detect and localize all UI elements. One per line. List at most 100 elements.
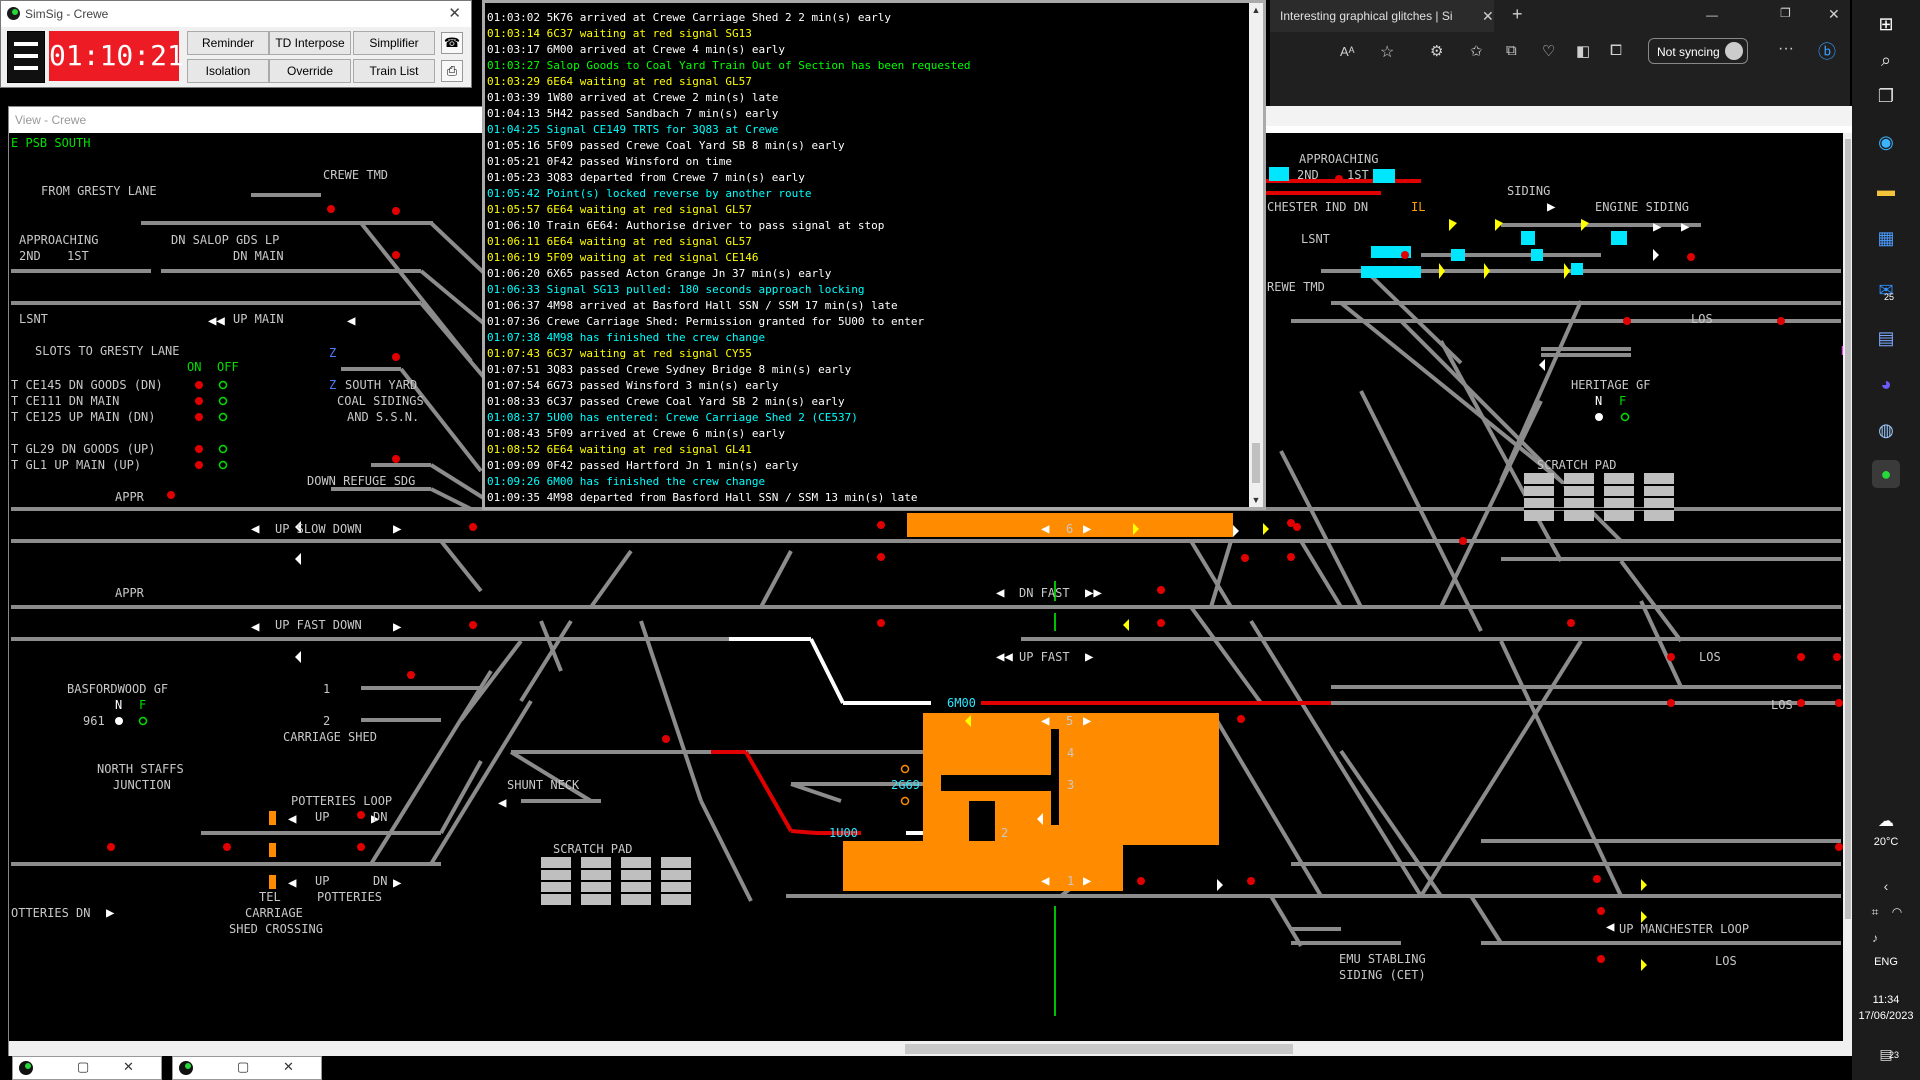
svg-text:◀: ◀ [996,585,1005,601]
sim-clock[interactable]: 01:10:21 [49,31,184,81]
reminder-button[interactable]: Reminder [187,31,269,55]
close-icon[interactable]: ✕ [283,1059,294,1074]
folder-icon[interactable]: ▬ [1877,180,1895,200]
search-icon[interactable]: ⌕ [1880,50,1892,70]
diagram-label-one-a: 1 [323,682,330,696]
diagram-label-slot-gl29: T GL29 DN GOODS (UP) [11,442,156,456]
taskbar-date[interactable]: 17/06/2023 [1858,1010,1914,1022]
language-indicator[interactable]: ENG [1874,956,1898,968]
favorites-icon[interactable]: ✩ [1470,43,1483,60]
svg-text:◀◀: ◀◀ [208,313,225,329]
app-icon[interactable]: ▤ [1877,328,1895,348]
svg-text:▶: ▶ [106,905,115,921]
collections-icon[interactable]: ⧉ [1506,42,1517,59]
svg-text:▶: ▶ [1653,219,1662,235]
isolation-button[interactable]: Isolation [187,59,269,83]
svg-text:◀: ◀ [251,619,260,635]
performance-icon[interactable]: ♡ [1542,43,1556,60]
minimize-icon[interactable]: ▢ [77,1059,90,1074]
steam-icon[interactable]: ◍ [1878,420,1894,440]
sync-button[interactable]: Not syncing [1648,38,1748,64]
signal-diagram[interactable]: ◀◀◀ ◀▶ ◀▶ ◀▶▶ ◀◀▶ ◀▶ ◀▶ ◀▶ ◀▶ ▶▶▶ ◀◀▶ ◀▶… [9,133,1843,1041]
minimize-icon[interactable]: ▢ [237,1059,250,1074]
view-vertical-scrollbar[interactable] [1843,133,1853,1041]
store-icon[interactable]: ▦ [1877,228,1895,248]
close-icon[interactable]: ✕ [448,5,461,22]
bing-chat-icon[interactable]: ⓑ [1818,42,1836,62]
split-screen-icon[interactable]: ⧠ [1610,42,1623,59]
task-view-icon[interactable]: ❐ [1877,86,1895,106]
message-list[interactable]: 01:03:02 5K76 arrived at Crewe Carriage … [485,10,1255,506]
diagram-label-basfordwood-gf: BASFORDWOOD GF [67,682,168,696]
svg-text:◀: ◀ [1041,713,1050,729]
diagram-label-second: 2ND [19,249,41,263]
diagram-label-approaching-r: APPROACHING [1299,152,1378,166]
discord-icon[interactable]: ◕ [1880,374,1892,394]
favorite-star-icon[interactable]: ☆ [1380,44,1395,61]
diagram-label-scratch-pad-2: SCRATCH PAD [1537,458,1616,472]
new-tab-icon[interactable]: + [1512,4,1523,24]
diagram-label-plat-4: 4 [1067,746,1074,760]
svg-text:◀: ◀ [251,521,260,537]
message-line: 01:08:52 6E64 waiting at red signal GL41 [487,443,752,456]
message-line: 01:06:11 6E64 waiting at red signal GL57 [487,235,752,248]
menu-button[interactable] [7,31,45,83]
minimize-icon[interactable]: — [1706,8,1718,22]
svg-text:◀◀: ◀◀ [996,649,1013,665]
network-icon[interactable]: ⌗ [1871,905,1879,919]
message-line: 01:05:57 6E64 waiting at red signal GL57 [487,203,752,216]
svg-text:▶▶: ▶▶ [1085,585,1102,601]
hscroll-thumb[interactable] [905,1044,1293,1054]
svg-text:▶: ▶ [393,521,402,537]
td-interpose-button[interactable]: TD Interpose [269,31,351,55]
svg-text:▶: ▶ [1083,873,1092,889]
simsig-icon[interactable]: ● [1872,460,1900,488]
override-button[interactable]: Override [269,59,351,83]
diagram-label-up-manchester-loop: UP MANCHESTER LOOP [1619,922,1749,936]
simplifier-button[interactable]: Simplifier [353,31,435,55]
diagram-label-plat-5: 5 [1066,714,1073,728]
message-line: 01:06:33 Signal SG13 pulled: 180 seconds… [487,283,865,296]
restore-icon[interactable]: ❐ [1780,6,1791,20]
diagram-label-slots-to-gresty-lane: SLOTS TO GRESTY LANE [35,344,180,358]
svg-text:◀: ◀ [288,811,297,827]
browser-tab[interactable]: Interesting graphical glitches | Si [1270,0,1494,32]
message-line: 01:05:42 Point(s) locked reverse by anot… [487,187,812,200]
windows-icon[interactable]: ⊞ [1878,14,1894,34]
read-aloud-icon[interactable]: Aᴬ [1340,44,1355,59]
close-tab-icon[interactable]: ✕ [1482,8,1494,24]
train-list-button[interactable]: Train List [353,59,435,83]
print-icon[interactable]: ⎙ [441,60,463,82]
more-options-icon[interactable]: ··· [1778,40,1794,57]
weather-icon[interactable]: ☁ [1878,813,1894,830]
diagram-label-n2: N [1595,394,1602,408]
diagram-label-on: ON [187,360,201,374]
close-window-icon[interactable]: ✕ [1828,6,1840,22]
diagram-label-hc-6m00: 6M00 [947,696,976,710]
volume-icon[interactable]: ♪ [1872,931,1878,945]
wifi-icon[interactable]: ◠ [1891,905,1903,919]
notification-icon[interactable]: ▤ [1879,1046,1893,1062]
extensions-icon[interactable]: ⚙ [1430,43,1444,60]
minimized-window-1[interactable]: ▢ ✕ [12,1056,162,1080]
close-icon[interactable]: ✕ [123,1059,134,1074]
mail-icon[interactable]: ✉ [1878,280,1894,300]
diagram-label-dn2: DN [373,874,387,888]
phone-icon[interactable]: ☎ [441,32,463,54]
diagram-label-z2: Z [329,378,336,392]
taskbar-time[interactable]: 11:34 [1872,994,1900,1006]
minimized-window-2[interactable]: ▢ ✕ [172,1056,322,1080]
chevron-left-icon[interactable]: ‹ [1883,878,1889,894]
message-log-scroll-thumb[interactable] [1252,443,1260,483]
svg-text:▶: ▶ [1083,521,1092,537]
scroll-down-icon[interactable]: ▼ [1251,495,1261,505]
edge-icon[interactable]: ◉ [1878,132,1894,152]
diagram-label-down-refuge-sdg: DOWN REFUGE SDG [307,474,415,488]
message-line: 01:03:02 5K76 arrived at Crewe Carriage … [487,11,891,24]
view-horizontal-scrollbar[interactable] [9,1041,1853,1057]
message-line: 01:07:38 4M98 has finished the crew chan… [487,331,766,344]
scroll-up-icon[interactable]: ▲ [1251,5,1261,15]
browser-essentials-icon[interactable]: ◧ [1576,43,1591,60]
diagram-label-tel: TEL [259,890,281,904]
message-log-scrollbar[interactable]: ▲ ▼ [1249,3,1263,507]
